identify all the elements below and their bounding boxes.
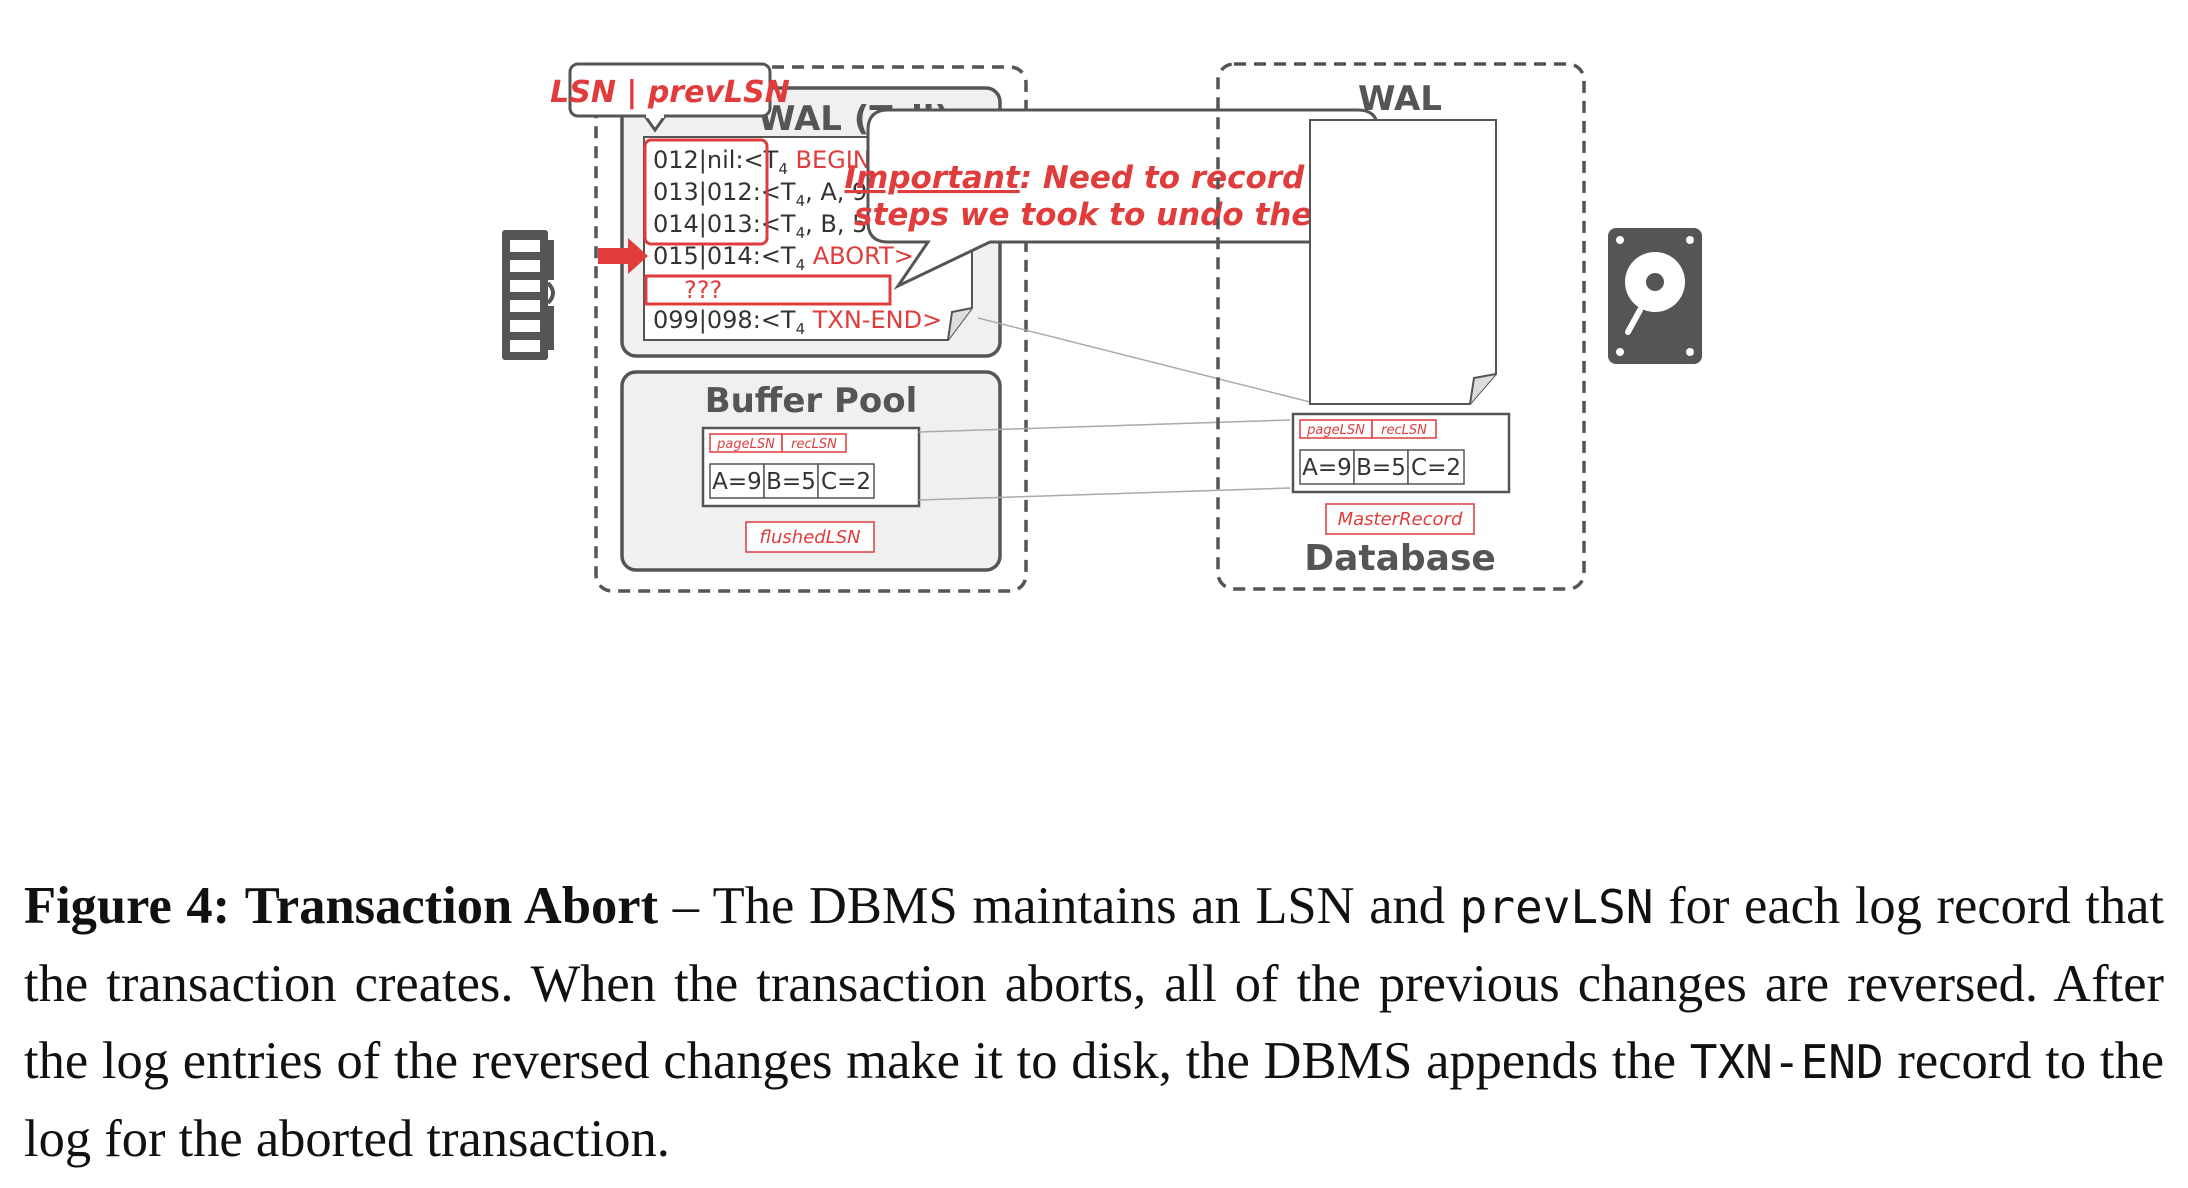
database-title: Database xyxy=(1304,538,1496,579)
svg-text:steps we took to undo the txn.: steps we took to undo the txn. xyxy=(854,197,1392,233)
caption-title: Transaction Abort xyxy=(244,877,659,935)
connector-line xyxy=(918,419,1291,433)
disk-page-reclsn: recLSN xyxy=(1381,423,1427,438)
log-record: 015|014:<T4 ABORT> xyxy=(653,242,914,274)
buffer-pool-title: Buffer Pool xyxy=(705,381,918,421)
disk-page-pagelsn: pageLSN xyxy=(1306,423,1365,438)
disk-cell: A=9 xyxy=(1302,455,1352,481)
buffer-page-pagelsn: pageLSN xyxy=(716,437,775,452)
caption-text: record to the log for the aborted transa… xyxy=(24,1032,2164,1168)
unknown-record-box xyxy=(644,274,892,306)
hard-drive-icon xyxy=(1608,228,1702,364)
disk-container xyxy=(1216,62,1586,591)
caption-label: Figure 4: xyxy=(24,877,231,935)
unknown-record: ??? xyxy=(684,276,722,304)
connector-line xyxy=(977,317,1311,403)
current-record-arrow xyxy=(598,238,648,274)
disk-wal-title: WAL xyxy=(1358,79,1442,119)
caption-text: – The DBMS maintains an LSN and xyxy=(658,877,1460,935)
lsn-prevlsn-label: LSN | prevLSN xyxy=(550,75,790,110)
caption-code: TXN-END xyxy=(1689,1035,1884,1089)
caption-text: for each log record that the transaction… xyxy=(24,877,2164,1090)
lsn-column-highlight xyxy=(643,138,769,246)
log-record-last: 099|098:<T4 TXN-END> xyxy=(653,306,942,338)
buffer-page-reclsn: recLSN xyxy=(791,437,837,452)
buffer-cell: C=2 xyxy=(821,469,871,495)
flushed-lsn-label: flushedLSN xyxy=(759,527,860,548)
buffer-cell: A=9 xyxy=(712,469,762,495)
master-record-label: MasterRecord xyxy=(1338,509,1463,530)
caption-code: prevLSN xyxy=(1459,880,1654,934)
memory-container xyxy=(594,65,1028,593)
connector-line xyxy=(918,487,1291,501)
figure-caption: Figure 4: Transaction Abort – The DBMS m… xyxy=(24,868,2164,1178)
memory-chip-icon xyxy=(502,230,555,360)
disk-cell: C=2 xyxy=(1411,455,1461,481)
buffer-cell: B=5 xyxy=(766,469,816,495)
disk-cell: B=5 xyxy=(1356,455,1406,481)
disk-wal-sheet xyxy=(1309,119,1497,405)
